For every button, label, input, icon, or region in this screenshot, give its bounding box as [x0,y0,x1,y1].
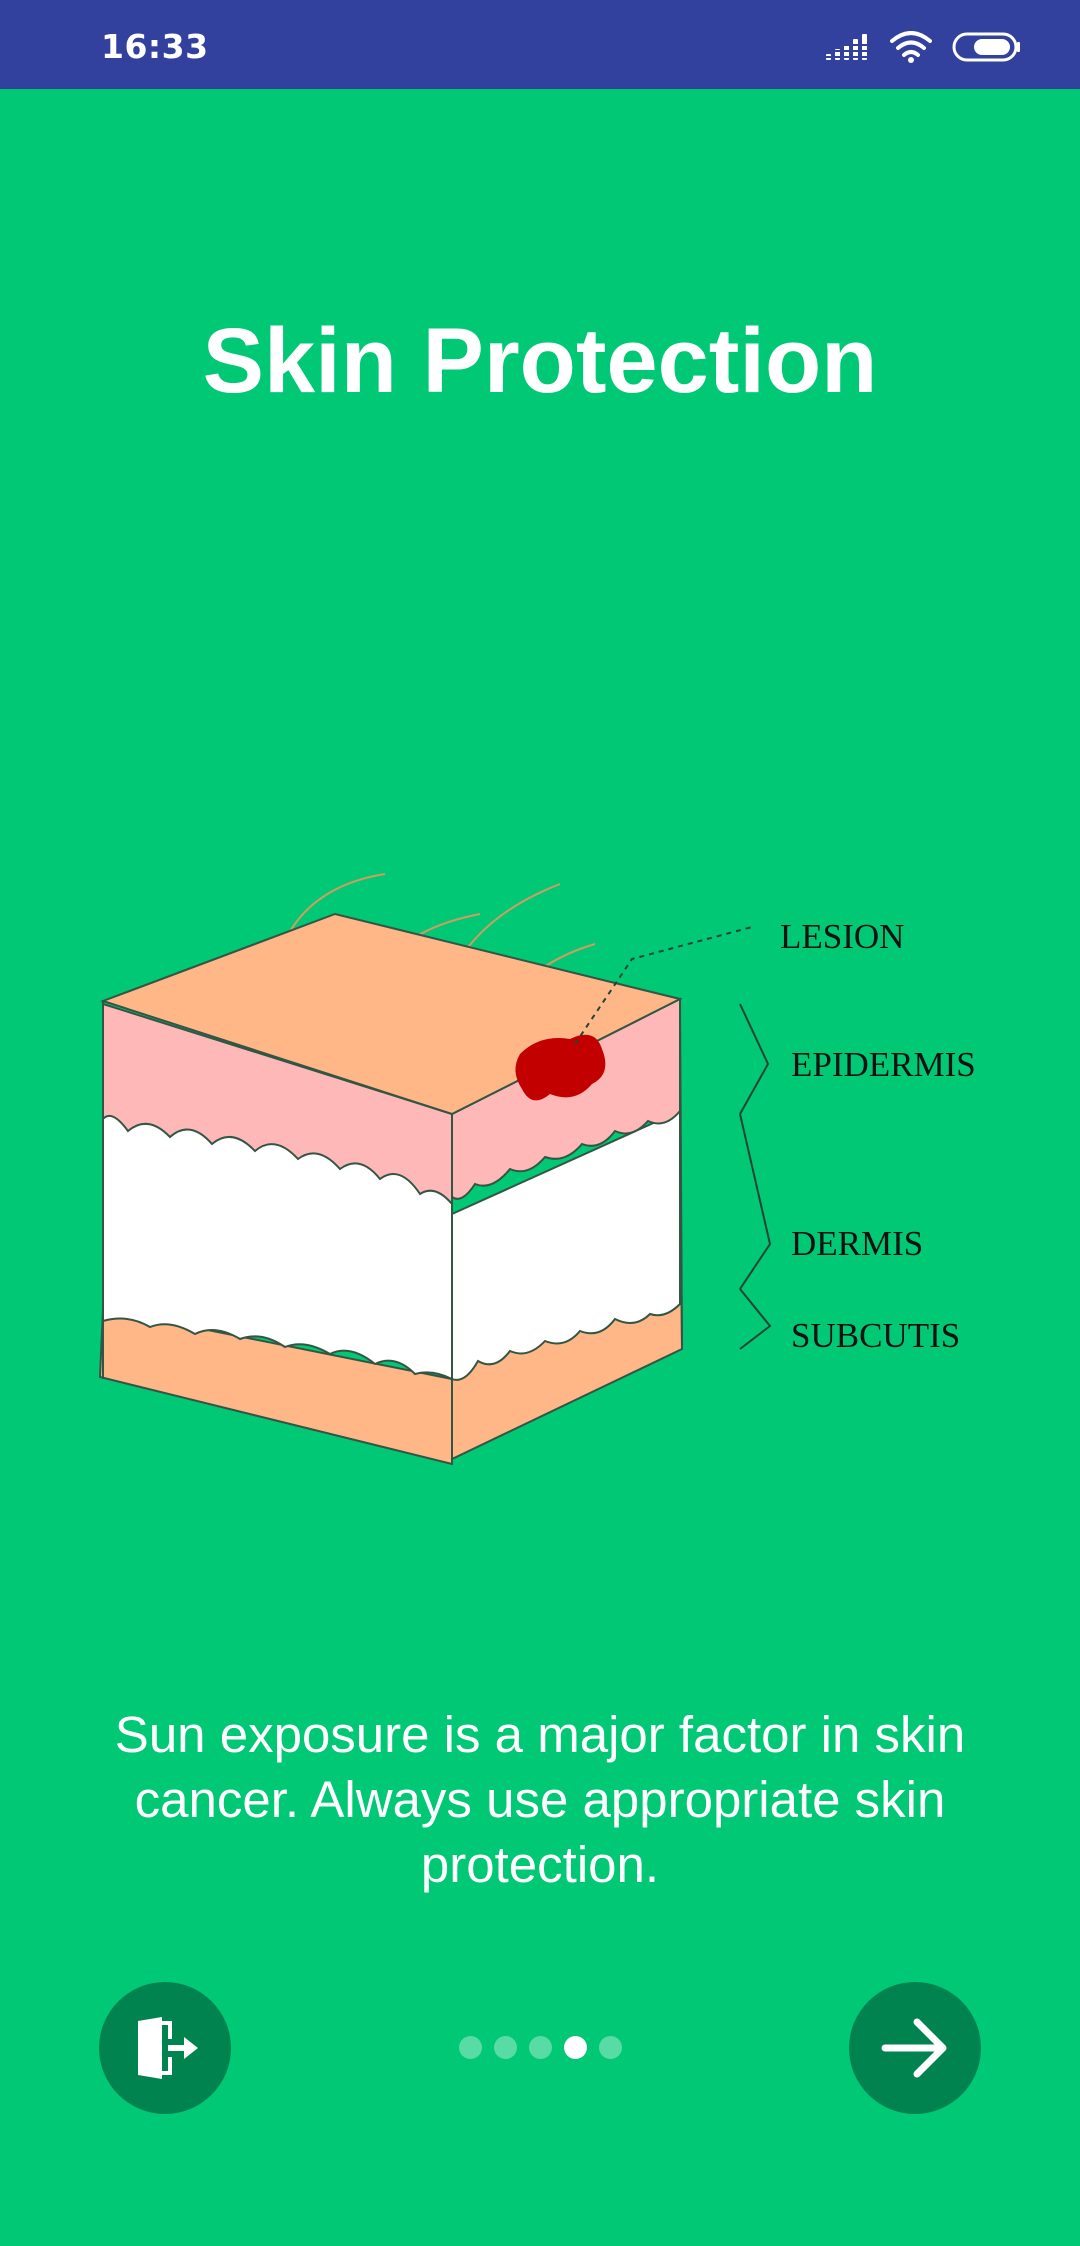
label-epidermis: EPIDERMIS [791,1045,976,1084]
status-icons [826,27,1022,67]
skip-button[interactable] [99,1982,231,2114]
lesion-spot [515,1034,606,1101]
arrow-right-icon [879,2012,951,2084]
page-dot-2[interactable] [493,2036,517,2059]
epidermis-right-face [451,997,681,1200]
status-time: 16:33 [101,27,209,66]
label-lesion: LESION [780,917,904,956]
dermis-right-face [451,1109,681,1381]
status-bar: 16:33 [0,0,1080,89]
page-indicator [0,2036,1080,2060]
page-dot-1[interactable] [458,2036,482,2059]
page-dot-3[interactable] [528,2036,552,2059]
battery-icon [952,31,1022,63]
page-dot-5[interactable] [598,2036,622,2059]
wifi-icon [890,31,932,63]
layer-brackets [739,1003,772,1350]
epidermis-left-face [102,1002,453,1207]
label-dermis: DERMIS [791,1224,923,1263]
description-text: Sun exposure is a major factor in skin c… [114,1706,966,1893]
skin-layers-illustration: LESION EPIDERMIS DERMIS SUBCUTIS [0,759,1080,1519]
page-dot-4-active[interactable] [563,2036,587,2059]
next-button[interactable] [849,1982,981,2114]
page-title: Skin Protection [202,310,878,412]
signal-icon [826,32,870,62]
onboarding-page: Skin Protection [0,89,1080,2246]
label-subcutis: SUBCUTIS [791,1316,960,1355]
exit-door-icon [130,2013,200,2083]
